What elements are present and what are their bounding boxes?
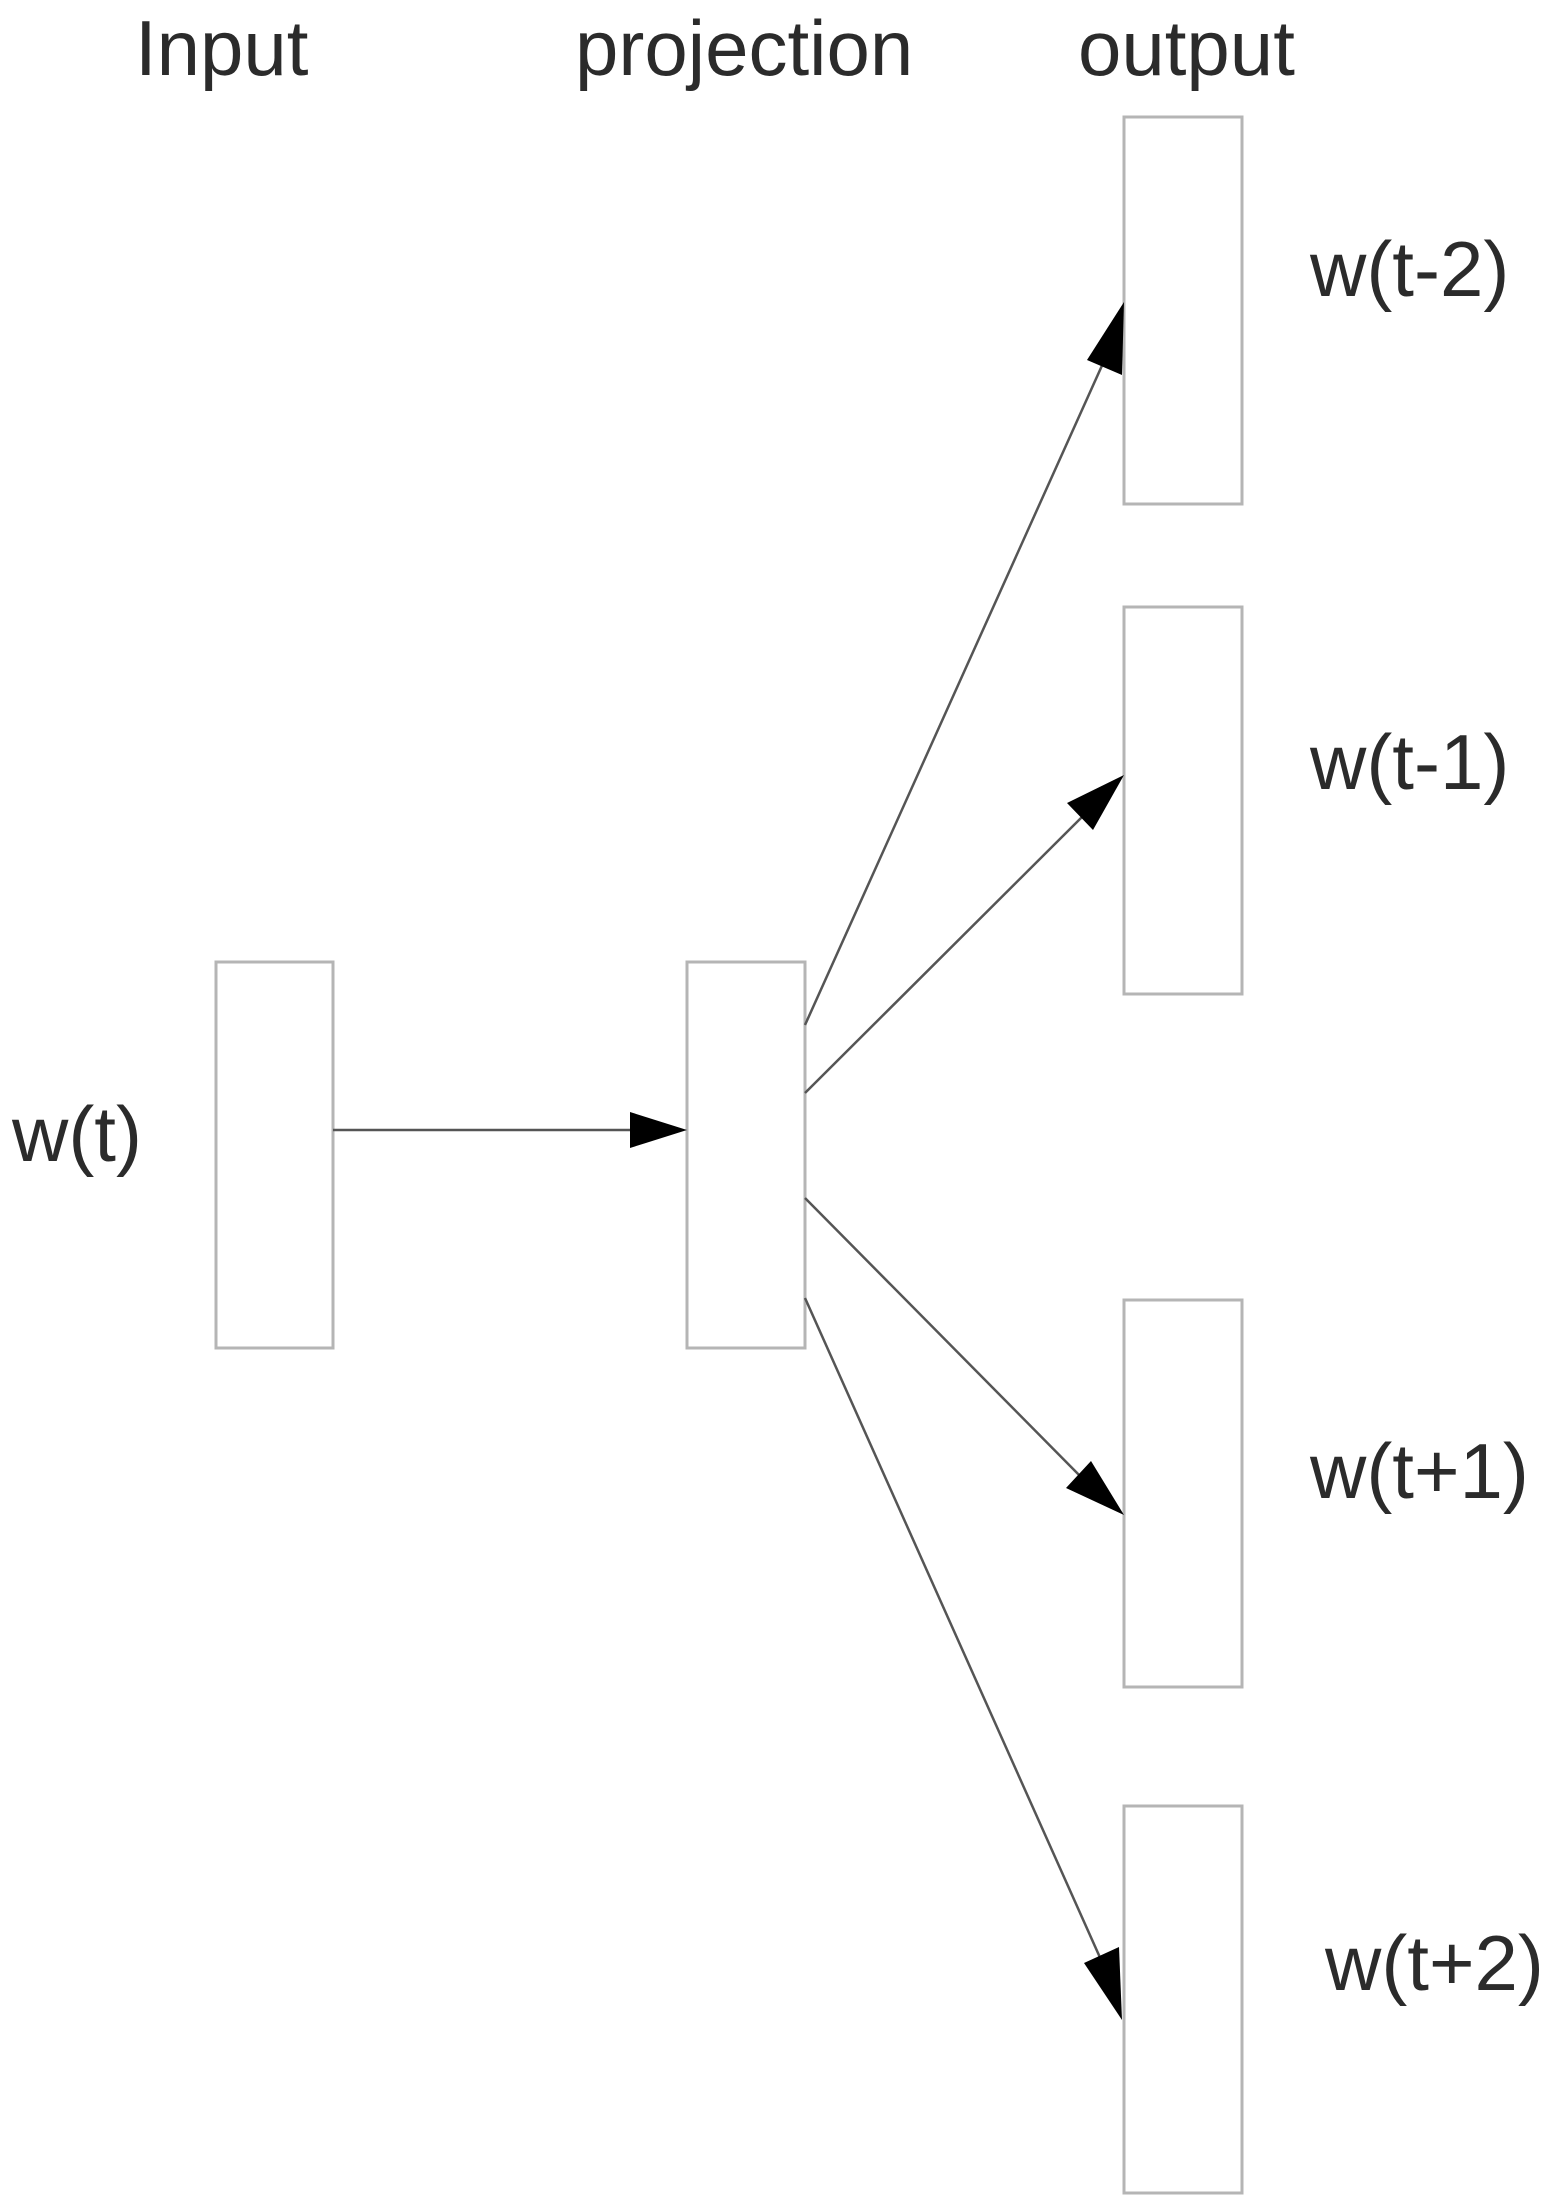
output-layer-label: output bbox=[1078, 4, 1295, 92]
edge-projection-to-t-minus-2 bbox=[803, 349, 1111, 1026]
output-word-label-t-plus-2: w(t+2) bbox=[1324, 1919, 1544, 2007]
arrowhead-input-to-projection bbox=[630, 1112, 687, 1148]
input-word-label: w(t) bbox=[11, 1090, 142, 1178]
output-node-t-minus-1 bbox=[1122, 605, 1244, 996]
edge-projection-to-t-plus-1 bbox=[804, 1197, 1086, 1482]
input-layer-label: Input bbox=[135, 4, 309, 92]
edge-projection-to-t-plus-2 bbox=[803, 1297, 1104, 1963]
arrowhead-to-t-minus-2 bbox=[1087, 302, 1124, 375]
projection-layer-label: projection bbox=[575, 4, 913, 92]
arrowhead-to-t-minus-1 bbox=[1067, 775, 1124, 830]
projection-node bbox=[685, 960, 807, 1350]
output-node-t-plus-1 bbox=[1122, 1298, 1244, 1689]
arrowhead-to-t-plus-1 bbox=[1066, 1461, 1124, 1515]
output-word-label-t-minus-1: w(t-1) bbox=[1309, 718, 1509, 806]
output-node-t-minus-2 bbox=[1122, 115, 1244, 506]
edge-projection-to-t-minus-1 bbox=[804, 812, 1087, 1094]
input-node bbox=[214, 960, 335, 1350]
output-word-label-t-plus-1: w(t+1) bbox=[1309, 1427, 1529, 1515]
output-node-t-plus-2 bbox=[1122, 1804, 1244, 2195]
output-word-label-t-minus-2: w(t-2) bbox=[1309, 225, 1509, 313]
arrowhead-to-t-plus-2 bbox=[1084, 1947, 1122, 2020]
